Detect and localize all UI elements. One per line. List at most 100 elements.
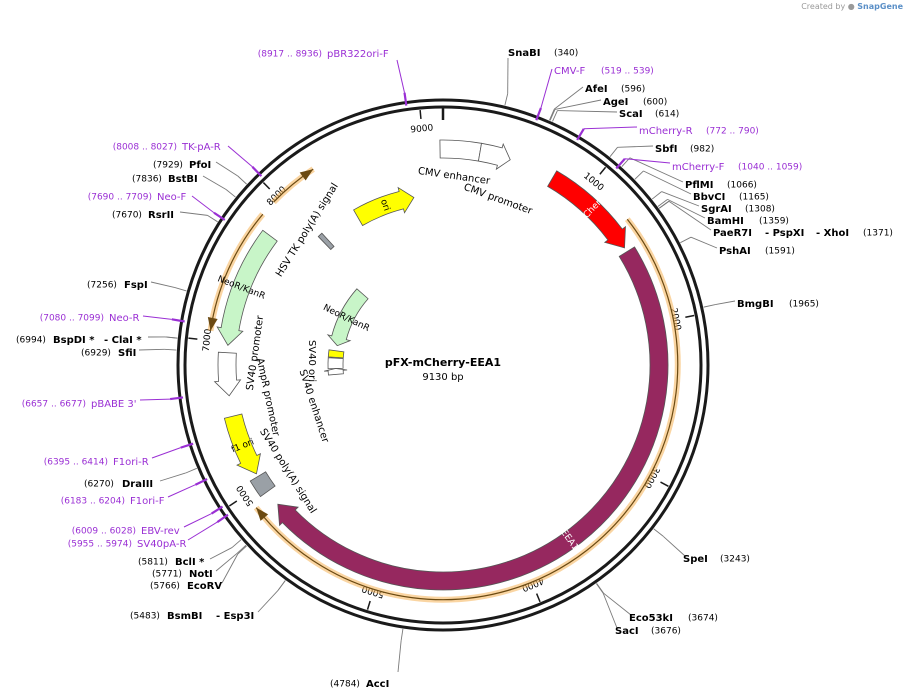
enzyme-position: (1359)	[759, 217, 789, 227]
enzyme-position: (7670)	[112, 211, 142, 221]
enzyme-name[interactable]: EcoRV	[187, 581, 222, 592]
enzyme-site-mark	[165, 336, 178, 339]
feature-neor-kanr[interactable]	[326, 288, 369, 347]
enzyme-name[interactable]: - Esp3I	[216, 611, 254, 622]
enzyme-site-mark	[653, 528, 664, 537]
enzyme-name[interactable]: RsrII	[148, 210, 174, 221]
enzyme-site-mark	[658, 200, 670, 209]
enzyme-name[interactable]: BsmBI	[167, 611, 202, 622]
enzyme-name[interactable]: SfiI	[118, 348, 136, 359]
enzyme-leader-line	[202, 175, 227, 190]
primer-name[interactable]: mCherry-F	[672, 162, 725, 173]
primer-leader-line	[396, 59, 406, 93]
enzyme-site-mark	[552, 110, 558, 122]
primer-range: (7080 .. 7099)	[40, 314, 104, 324]
tick-label: 5000	[235, 483, 256, 508]
enzyme-name[interactable]: FspI	[124, 280, 148, 291]
primer-name[interactable]: F1ori-F	[130, 496, 165, 507]
feature-ampr-promoter[interactable]	[324, 368, 348, 376]
enzyme-name[interactable]: BmgBI	[737, 299, 774, 310]
enzyme-name[interactable]: AfeI	[585, 84, 608, 95]
primer-name[interactable]: TK-pA-R	[181, 142, 221, 153]
enzyme-name[interactable]: - PspXI	[765, 228, 804, 239]
enzyme-site-mark	[237, 175, 247, 185]
primer-name[interactable]: Neo-R	[109, 313, 140, 324]
primer-name[interactable]: Neo-F	[157, 192, 187, 203]
primer-leader-line	[142, 315, 172, 320]
enzyme-position: (5811)	[138, 558, 168, 568]
enzyme-name[interactable]: SgrAI	[701, 204, 732, 215]
enzyme-name[interactable]: SbfI	[655, 144, 677, 155]
enzyme-name[interactable]: BbvCI	[693, 192, 725, 203]
enzyme-name[interactable]: SpeI	[683, 554, 708, 565]
enzyme-site-mark	[549, 109, 556, 121]
enzyme-name[interactable]: BclI *	[175, 557, 205, 568]
primer-name[interactable]: pBABE 3'	[91, 399, 137, 410]
enzyme-name[interactable]: ScaI	[619, 109, 643, 120]
enzyme-leader-line	[215, 552, 238, 572]
enzyme-name[interactable]: - ClaI *	[104, 335, 142, 346]
enzyme-name[interactable]: DraIII	[122, 479, 153, 490]
enzyme-site-mark	[164, 348, 177, 351]
primer-name[interactable]: pBR322ori-F	[327, 49, 389, 60]
enzyme-site-mark	[225, 189, 236, 198]
enzyme-name[interactable]: PflMI	[685, 180, 713, 191]
feature-label: ori	[378, 198, 391, 212]
primer-name[interactable]: SV40pA-R	[137, 539, 186, 550]
feature-sv40-poly-a-signal[interactable]	[249, 471, 276, 498]
tick-mark	[228, 500, 238, 507]
enzyme-position: (982)	[690, 145, 714, 155]
feature-f1-ori[interactable]	[223, 413, 261, 475]
enzyme-site-mark	[277, 580, 286, 591]
feature-mcherry[interactable]	[547, 170, 626, 249]
tick-label: 7000	[202, 328, 214, 352]
primer-name[interactable]: CMV-F	[554, 66, 585, 77]
enzyme-site-mark	[703, 304, 716, 308]
plasmid-backbone	[176, 98, 710, 632]
enzyme-name[interactable]: PaeR7I	[713, 228, 752, 239]
primer-site-mark	[180, 442, 194, 449]
feature-sv40-enhancer[interactable]	[327, 357, 344, 370]
feature-hsv-tk-poly-a-signal[interactable]	[317, 232, 335, 251]
enzyme-position: (600)	[643, 98, 667, 108]
primer-site-mark	[403, 92, 408, 106]
enzyme-position: (4784)	[330, 680, 360, 690]
enzyme-name[interactable]: AccI	[366, 679, 389, 690]
enzyme-name[interactable]: BstBI	[168, 174, 198, 185]
primer-name[interactable]: EBV-rev	[141, 526, 180, 537]
primer-name[interactable]: mCherry-R	[639, 126, 693, 137]
primer-site-mark	[576, 128, 585, 141]
enzyme-name[interactable]: SnaBI	[508, 48, 540, 59]
enzyme-position: (5483)	[130, 612, 160, 622]
enzyme-name[interactable]: - XhoI	[816, 228, 849, 239]
tick-mark	[188, 337, 198, 340]
enzyme-name[interactable]: PfoI	[189, 160, 211, 171]
feature-eea1[interactable]	[277, 246, 669, 591]
orf-line	[255, 218, 679, 601]
enzyme-name[interactable]: BspDI *	[53, 335, 95, 346]
enzyme-position: (3676)	[651, 627, 681, 637]
plasmid-size: 9130 bp	[422, 372, 463, 383]
orf-arrowhead	[207, 317, 218, 331]
enzyme-leader-line	[221, 553, 239, 584]
feature-sv40-promoter[interactable]	[213, 351, 242, 397]
enzyme-site-mark	[185, 467, 197, 474]
primer-range: (772 .. 790)	[706, 127, 759, 137]
enzyme-name[interactable]: BamHI	[707, 216, 744, 227]
enzyme-name[interactable]: PshAI	[719, 246, 751, 257]
feature-neor-kanr[interactable]	[216, 229, 278, 346]
primer-name[interactable]: F1ori-R	[113, 457, 149, 468]
enzyme-name[interactable]: SacI	[615, 626, 639, 637]
enzyme-leader-line	[159, 472, 186, 482]
enzyme-name[interactable]: NotI	[189, 569, 213, 580]
enzyme-name[interactable]: AgeI	[603, 97, 628, 108]
feature-cmv-enhancer[interactable]	[439, 139, 482, 162]
feature-sv40-ori[interactable]	[327, 349, 345, 359]
site-leader-lines	[138, 57, 736, 673]
primer-range: (6009 .. 6028)	[72, 527, 136, 537]
feature-ori[interactable]	[353, 186, 415, 227]
enzyme-name[interactable]: Eco53kI	[629, 613, 673, 624]
feature-cmv-promoter[interactable]	[477, 142, 511, 171]
enzyme-leader-line	[557, 110, 618, 113]
